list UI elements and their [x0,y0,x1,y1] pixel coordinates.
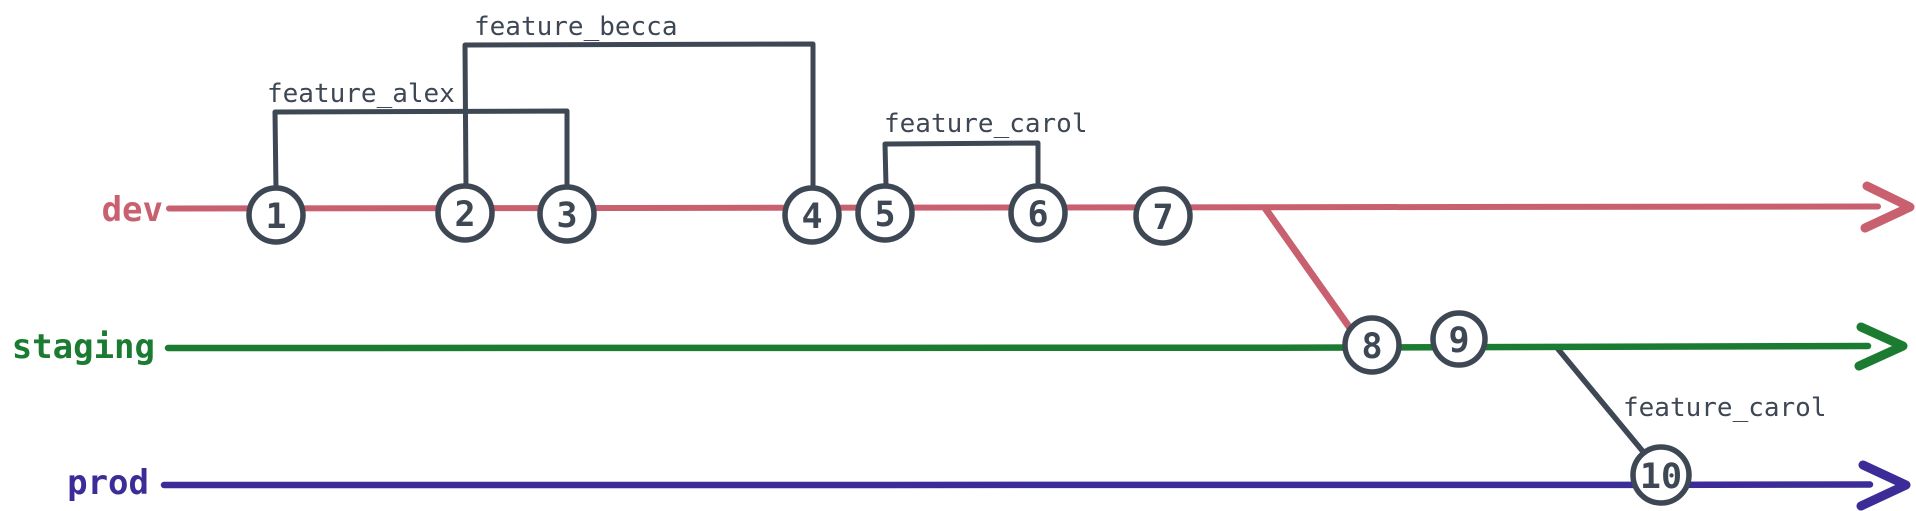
feature-carol-merge-label: feature_carol [1623,393,1827,423]
commit-number-8: 8 [1361,327,1382,367]
commit-node-2 [435,183,495,243]
commit-node-4 [782,185,842,245]
commit-node-9 [1430,310,1488,368]
prod-arrowhead-icon [1856,460,1911,511]
dev-to-staging-merge-line [1261,204,1361,342]
commit-node-10 [1630,444,1692,506]
commit-node-7 [1133,186,1193,246]
prod-branch-label: prod [67,463,149,503]
prod-branch-line [160,481,1874,489]
commit-node-8 [1342,315,1402,375]
commit-number-6: 6 [1027,195,1048,235]
feature-alex-bracket [272,108,570,193]
commit-node-1 [246,185,306,245]
commit-number-10: 10 [1640,457,1682,497]
dev-branch-label: dev [102,190,163,230]
feature-carol-label: feature_carol [884,109,1088,139]
commit-number-2: 2 [454,195,475,235]
commit-number-5: 5 [874,195,895,235]
feature-alex-label: feature_alex [267,79,455,109]
commit-number-4: 4 [801,197,822,237]
commit-node-6 [1008,183,1068,243]
commit-number-9: 9 [1448,321,1469,361]
commit-number-3: 3 [556,196,577,236]
commit-number-1: 1 [265,197,286,237]
staging-branch-line [164,342,1872,352]
commit-number-7: 7 [1152,198,1173,238]
feature-carol-bracket [882,140,1041,191]
dev-arrowhead-icon [1860,181,1915,233]
commit-node-3 [537,184,597,244]
staging-branch-label: staging [12,327,155,367]
commit-node-5 [855,183,915,243]
feature-becca-bracket [462,41,816,193]
staging-arrowhead-icon [1854,322,1908,371]
staging-to-prod-merge-line [1555,346,1648,457]
feature-becca-label: feature_becca [474,12,678,42]
